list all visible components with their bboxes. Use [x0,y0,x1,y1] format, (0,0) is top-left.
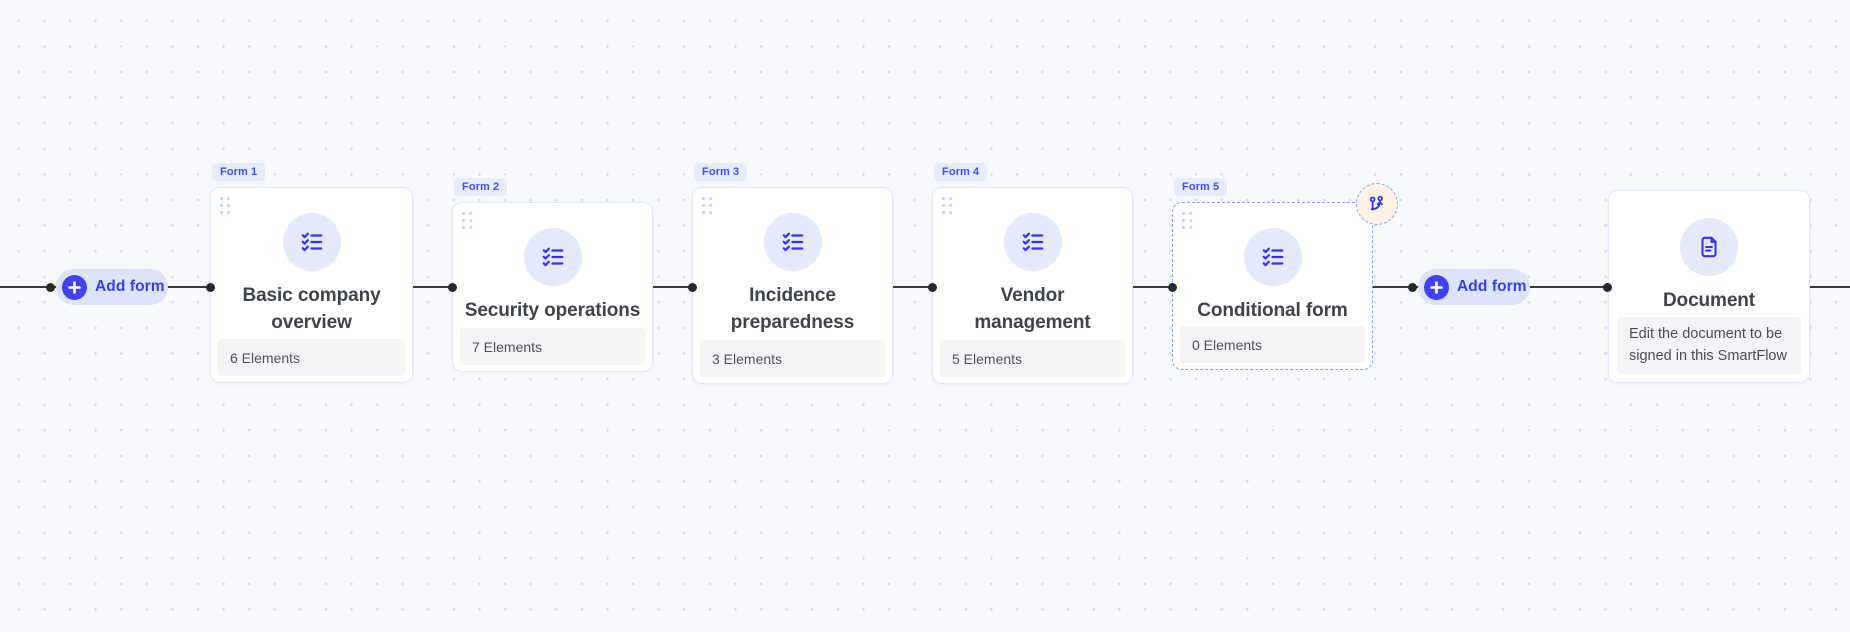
form-elements-count: 7 Elements [460,328,645,365]
drag-handle-icon[interactable] [942,197,953,215]
connector-dot [1407,282,1417,292]
checklist-icon [523,228,582,286]
form-title: Vendor management [974,285,1091,333]
connector-dot [205,282,215,292]
add-form-button-left[interactable]: Add form [56,269,168,305]
drag-handle-icon[interactable] [220,197,231,215]
add-form-button-right[interactable]: Add form [1418,269,1530,305]
flow-connector-line [0,286,1850,288]
document-icon [1680,218,1738,276]
form-title: Basic company overview [242,285,381,333]
drag-handle-icon[interactable] [462,212,473,230]
plus-icon [1424,274,1449,300]
form-card-conditional-form[interactable]: Conditional form 0 Elements [1172,202,1373,370]
document-description: Edit the document to be signed in this S… [1617,317,1801,374]
document-title: Document [1662,290,1756,311]
drag-handle-icon[interactable] [702,197,713,215]
form-card-incidence-preparedness[interactable]: Incidence preparedness 3 Elements [692,187,893,384]
form-elements-count: 3 Elements [700,340,885,377]
form-title: Incidence preparedness [730,285,855,333]
checklist-icon [1003,213,1062,271]
connector-dot [1167,282,1177,292]
drag-handle-icon[interactable] [1182,212,1193,230]
connector-dot [1602,282,1612,292]
form-elements-count: 5 Elements [940,340,1125,377]
checklist-icon [282,213,341,271]
add-form-label: Add form [1457,278,1527,295]
form-elements-count: 0 Elements [1180,326,1365,363]
form-badge-4: Form 4 [934,163,988,181]
plus-icon [62,274,87,300]
form-card-security-operations[interactable]: Security operations 7 Elements [452,202,653,372]
checklist-icon [763,213,822,271]
form-badge-1: Form 1 [212,163,266,181]
form-title: Security operations [464,300,641,321]
form-card-basic-company-overview[interactable]: Basic company overview 6 Elements [210,187,413,383]
document-card[interactable]: Document Edit the document to be signed … [1608,190,1810,383]
connector-dot [687,282,697,292]
form-badge-5: Form 5 [1174,178,1228,196]
connector-dot [927,282,937,292]
form-elements-count: 6 Elements [218,339,405,376]
branch-icon [1367,194,1387,214]
connector-dot [45,282,55,292]
checklist-icon [1243,228,1302,286]
form-badge-2: Form 2 [454,178,508,196]
form-badge-3: Form 3 [694,163,748,181]
add-form-label: Add form [95,278,165,295]
condition-branch-button[interactable] [1356,183,1398,225]
connector-dot [447,282,457,292]
form-card-vendor-management[interactable]: Vendor management 5 Elements [932,187,1133,384]
form-title: Conditional form [1197,300,1348,321]
